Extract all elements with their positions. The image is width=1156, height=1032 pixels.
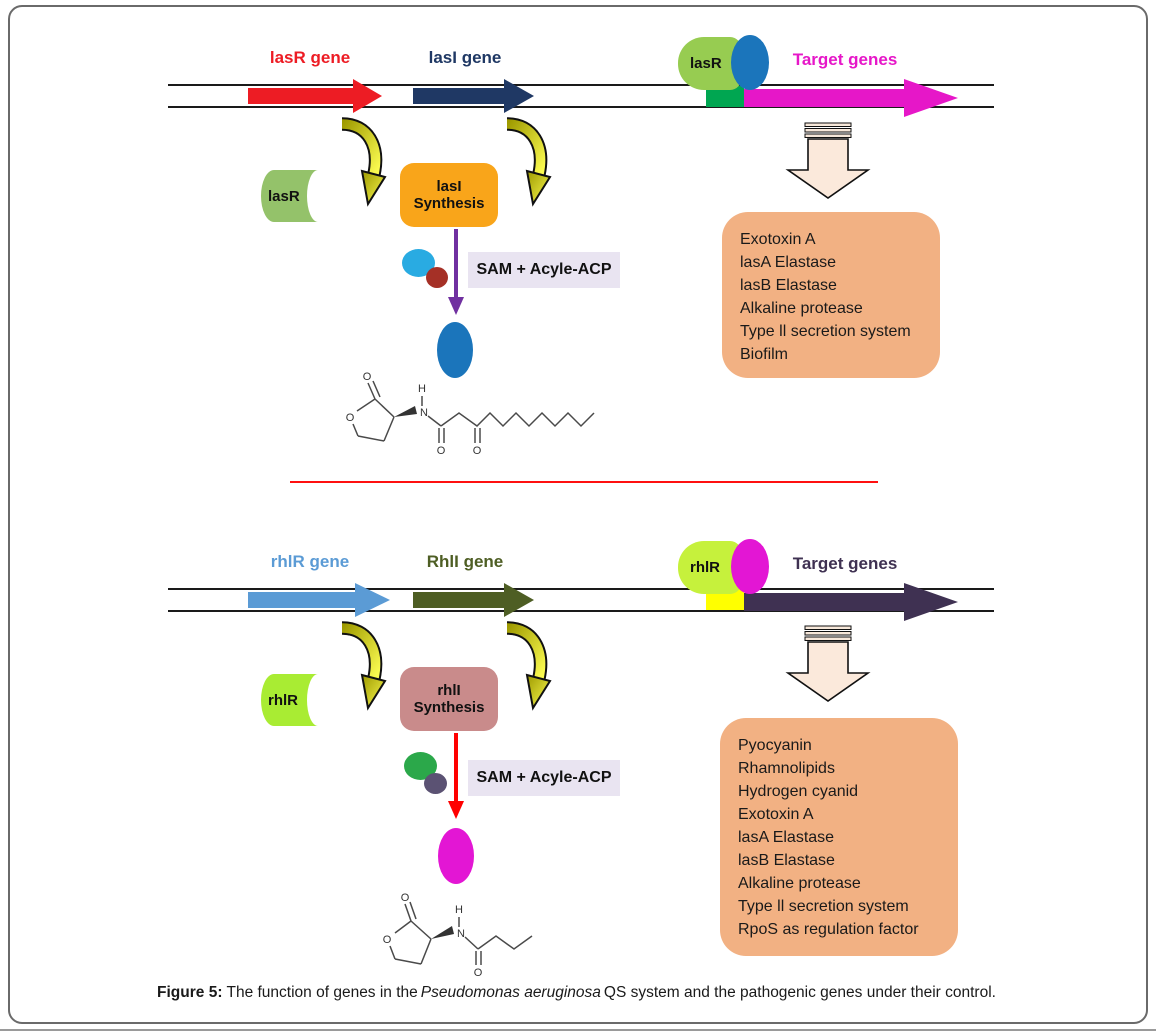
dna-strand-bottom-upper [168, 588, 994, 590]
list-item: lasB Elastase [738, 852, 835, 869]
lasR-gene-label: lasR gene [269, 48, 351, 67]
list-item: Alkaline protease [738, 875, 861, 892]
outcome-funnel-arrow-top [785, 122, 871, 199]
rhlI-gene-label: RhlI gene [426, 552, 504, 571]
rhlI-gene-arrow [413, 583, 534, 617]
atom-O: O [346, 412, 355, 424]
rhlR-protein-cylinder: rhlR [678, 541, 742, 594]
atom-O: O [401, 893, 410, 904]
las-products-box: Exotoxin A lasA Elastase lasB Elastase A… [722, 212, 940, 378]
lasR-receptor-shape [261, 170, 318, 222]
list-item: Biofilm [740, 346, 789, 363]
synthesis-reaction-arrow-red [448, 733, 464, 819]
lasR-protein-cylinder: lasR [678, 37, 742, 90]
list-item: lasB Elastase [740, 277, 837, 294]
substrate-dark-red-oval [426, 267, 448, 288]
atom-O: O [473, 445, 482, 457]
atom-O: O [383, 934, 392, 946]
atom-N: N [420, 407, 428, 419]
target-genes-bottom-label: Target genes [792, 554, 898, 573]
substrate-slate-oval [424, 773, 447, 794]
autoinducer-magenta-oval-bound [731, 539, 769, 594]
rhl-products-box: Pyocyanin Rhamnolipids Hydrogen cyanid E… [720, 718, 958, 956]
list-item: RpoS as regulation factor [738, 921, 919, 938]
list-item: lasA Elastase [738, 829, 835, 846]
list-item: Hydrogen cyanid [738, 783, 859, 800]
list-item: Pyocyanin [738, 737, 812, 754]
C4-HSL-molecule: O O H N O [383, 893, 533, 978]
caption-figure-number: Figure 5: [157, 984, 223, 1001]
lasI-gene-label: lasI gene [428, 48, 502, 67]
target-genes-top-label: Target genes [792, 50, 898, 69]
transcription-curved-arrow [341, 117, 387, 207]
lasR-promoter-rect [706, 86, 744, 107]
rhlR-gene-label: rhlR gene [270, 552, 350, 571]
target-genes-bottom-arrow [744, 583, 958, 621]
dna-strand-top-lower [168, 106, 994, 108]
section-divider-line [290, 481, 878, 483]
rhlR-receptor-shape [261, 674, 318, 726]
figure-border [8, 5, 1148, 1024]
rhlI-synthesis-line1: rhlI [437, 682, 461, 699]
list-item: Exotoxin A [738, 806, 814, 823]
atom-O: O [363, 372, 372, 383]
oxo-C12-HSL-molecule: O O H N O O [346, 372, 595, 457]
synthesis-reaction-arrow-purple [448, 229, 464, 315]
caption-species-italic: Pseudomonas aeruginosa [420, 984, 601, 1001]
rhlR-gene-arrow [248, 583, 390, 617]
lasI-synthesis-line1: lasI [436, 178, 462, 195]
atom-N: N [457, 928, 465, 940]
caption-text: The function of genes in the [226, 984, 418, 1001]
lasR-cylinder-label: lasR [690, 55, 722, 72]
list-item: Alkaline protease [740, 300, 863, 317]
list-item: lasA Elastase [740, 254, 837, 271]
sam-acyl-acp-box-bottom: SAM + Acyle-ACP [468, 760, 620, 796]
lasI-synthesis-box: lasI Synthesis [400, 163, 498, 227]
target-genes-top-arrow [744, 79, 958, 117]
sam-acyl-acp-box-top: SAM + Acyle-ACP [468, 252, 620, 288]
rhlI-synthesis-box: rhlI Synthesis [400, 667, 498, 731]
lasR-gene-arrow [248, 79, 382, 113]
outcome-funnel-arrow-bottom [785, 625, 871, 702]
transcription-curved-arrow [506, 621, 552, 711]
transcription-curved-arrow [341, 621, 387, 711]
atom-H: H [418, 383, 426, 395]
rhlI-synthesis-line2: Synthesis [413, 699, 485, 716]
page-bottom-rule [0, 1029, 1156, 1031]
lasI-synthesis-line2: Synthesis [413, 195, 485, 212]
autoinducer-blue-oval-bound [731, 35, 769, 90]
list-item: Exotoxin A [740, 231, 816, 248]
atom-O: O [437, 445, 446, 457]
autoinducer-magenta-oval-product [438, 828, 474, 884]
lasR-receptor-label: lasR [268, 188, 300, 205]
list-item: Rhamnolipids [738, 760, 835, 777]
transcription-curved-arrow [506, 117, 552, 207]
rhlR-receptor-label: rhlR [268, 692, 298, 709]
autoinducer-blue-oval-product [437, 322, 473, 378]
list-item: Type ll secretion system [738, 898, 909, 915]
rhlR-promoter-rect [706, 589, 744, 610]
dna-strand-bottom-lower [168, 610, 994, 612]
atom-O: O [474, 967, 483, 978]
lasI-gene-arrow [413, 79, 534, 113]
list-item: Type ll secretion system [740, 323, 911, 340]
rhlR-cylinder-label: rhlR [690, 559, 720, 576]
atom-H: H [455, 904, 463, 916]
dna-strand-top-upper [168, 84, 994, 86]
caption-text: QS system and the pathogenic genes under… [603, 984, 996, 1001]
